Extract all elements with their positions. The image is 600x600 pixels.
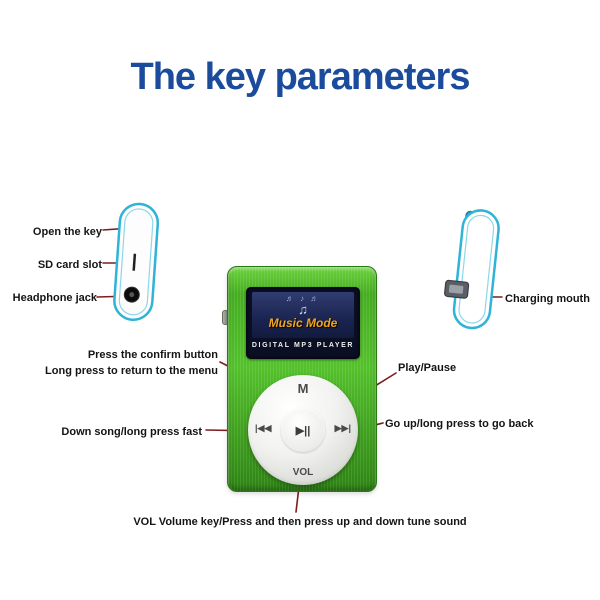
label-charging-mouth: Charging mouth xyxy=(505,293,590,305)
player-screen: ♬ ♪ ♬ ♫ Music Mode xyxy=(252,292,354,338)
previous-button: |◀◀ xyxy=(255,423,272,433)
menu-button: M xyxy=(297,381,309,396)
label-vol-key: VOL Volume key/Press and then press up a… xyxy=(133,516,467,528)
label-sd-card-slot: SD card slot xyxy=(37,259,102,271)
screen-mode-text: Music Mode xyxy=(268,316,338,330)
label-confirm-line2: Long press to return to the menu xyxy=(45,365,218,377)
label-confirm-line1: Press the confirm button xyxy=(87,349,218,361)
page-title: The key parameters xyxy=(130,56,471,98)
screen-status-icons: ♬ ♪ ♬ xyxy=(285,294,321,303)
player-screen-bezel: ♬ ♪ ♬ ♫ Music Mode DIGITAL MP3 PLAYER xyxy=(246,287,360,359)
label-go-up: Go up/long press to go back xyxy=(385,418,534,430)
next-button: ▶▶| xyxy=(334,423,351,433)
control-pad: M VOL |◀◀ ▶▶| ▶|| xyxy=(248,375,358,485)
mp3-player: ♬ ♪ ♬ ♫ Music Mode DIGITAL MP3 PLAYER M … xyxy=(222,266,377,492)
volume-button: VOL xyxy=(292,467,314,478)
player-body: ♬ ♪ ♬ ♫ Music Mode DIGITAL MP3 PLAYER M … xyxy=(227,266,377,492)
sd-slot-icon xyxy=(132,253,137,271)
brand-text: DIGITAL MP3 PLAYER xyxy=(251,342,355,349)
label-down-song: Down song/long press fast xyxy=(61,426,202,438)
label-open-key: Open the key xyxy=(32,226,102,238)
label-confirm-button: Press the confirm button Long press to r… xyxy=(33,347,218,379)
play-pause-button: ▶|| xyxy=(281,408,325,452)
label-play-pause: Play/Pause xyxy=(398,362,457,374)
device-side-view-left xyxy=(113,202,160,322)
label-headphone-jack: Headphone jack xyxy=(12,292,97,304)
music-note-icon: ♫ xyxy=(298,302,308,317)
device-side-view-right xyxy=(444,209,500,330)
